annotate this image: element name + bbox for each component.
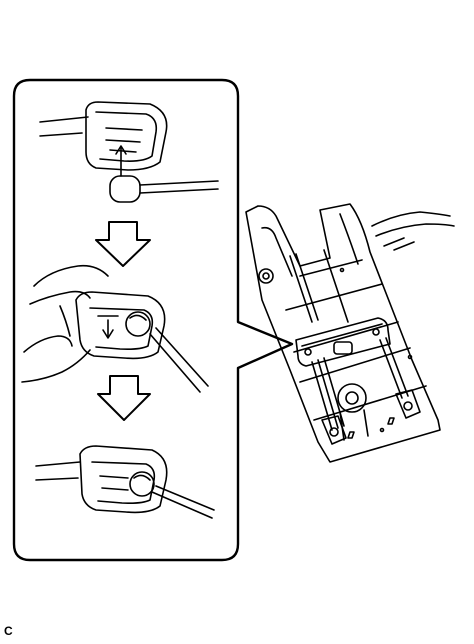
step-1-holder-and-grommet <box>39 101 219 203</box>
step-3-seated <box>35 445 215 519</box>
callout-frame <box>12 78 294 562</box>
bracket-assembly <box>245 203 455 463</box>
down-arrow-1 <box>95 221 151 267</box>
figure-code-label: C <box>4 624 13 638</box>
down-arrow-2 <box>97 375 151 421</box>
step-2-hand-press <box>21 264 209 393</box>
